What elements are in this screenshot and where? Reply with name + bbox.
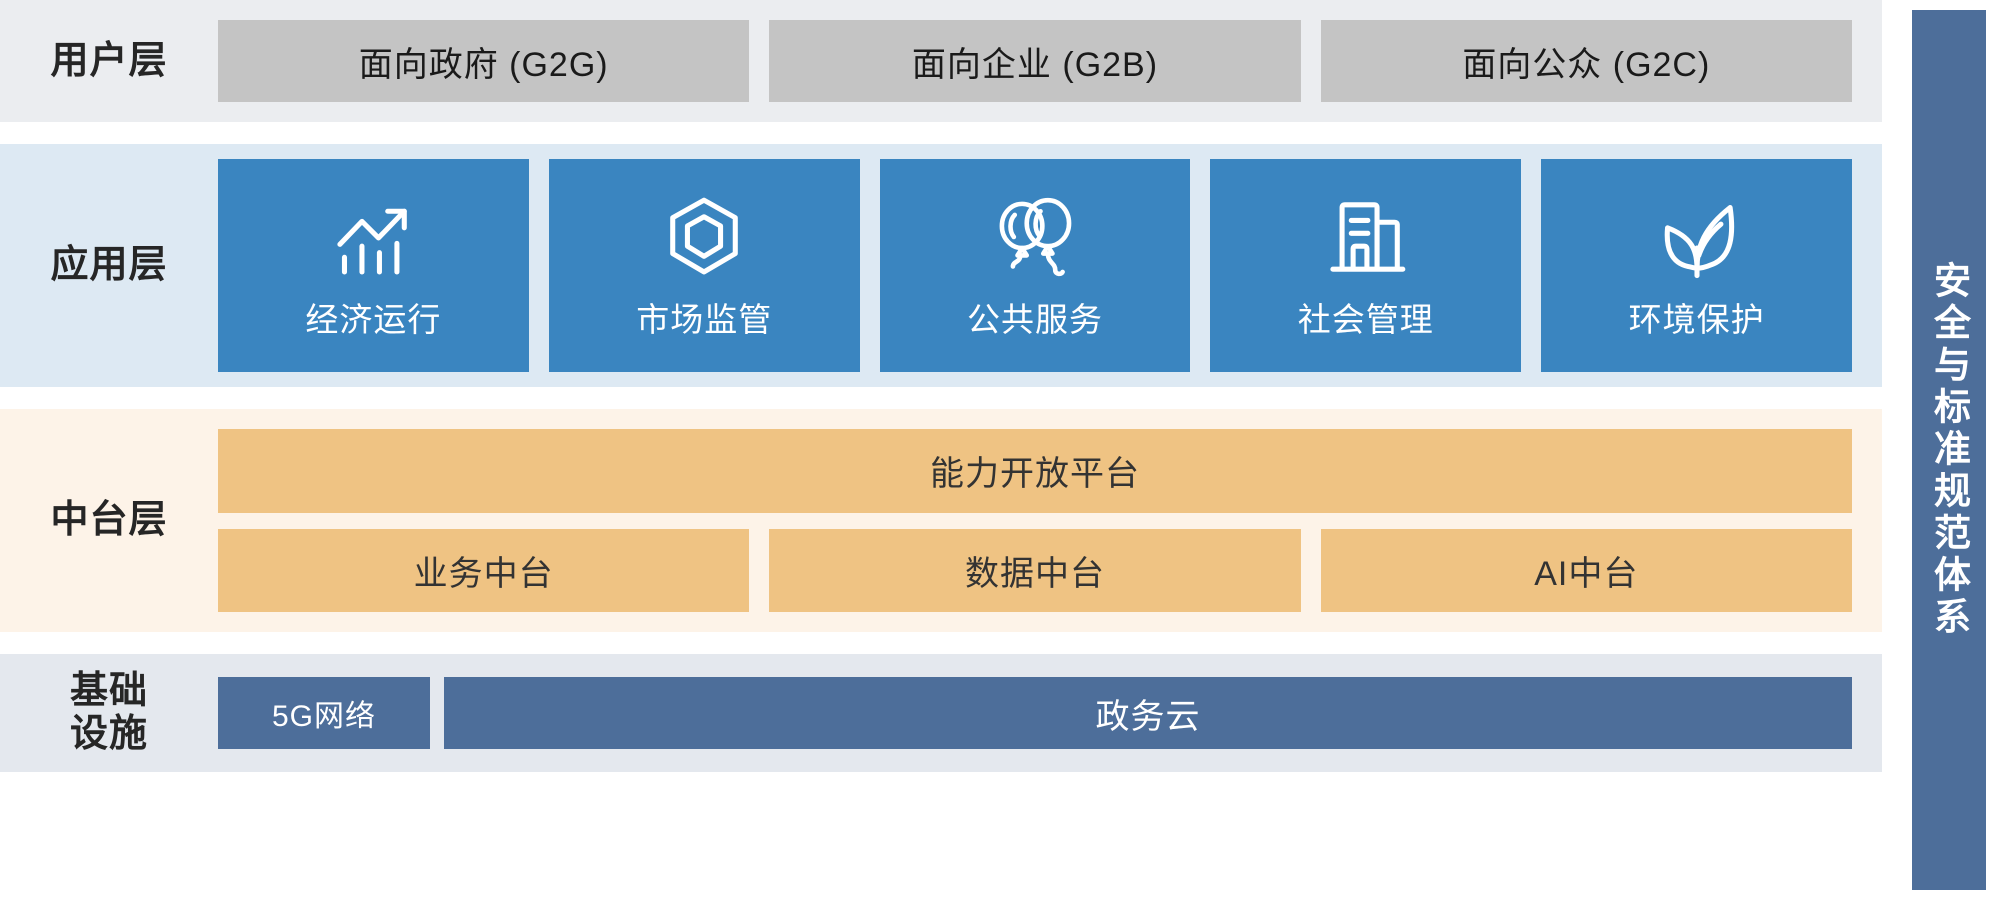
- user-layer-body: 面向政府 (G2G) 面向企业 (G2B) 面向公众 (G2C): [218, 20, 1882, 102]
- layer-stack: 用户层 面向政府 (G2G) 面向企业 (G2B) 面向公众 (G2C) 应用层: [0, 0, 1882, 772]
- application-layer-label: 应用层: [50, 244, 168, 287]
- security-standards-bar[interactable]: 安全与标准规范体系: [1912, 10, 1986, 890]
- user-layer: 用户层 面向政府 (G2G) 面向企业 (G2B) 面向公众 (G2C): [0, 0, 1882, 122]
- user-layer-label: 用户层: [50, 39, 168, 82]
- leaf-icon: [1651, 191, 1743, 283]
- middle-platform-layer: 中台层 能力开放平台 业务中台 数据中台 AI中台: [0, 409, 1882, 632]
- trending-chart-icon: [327, 191, 419, 283]
- app-card-label: 环境保护: [1628, 300, 1765, 338]
- middle-platform-layer-body: 能力开放平台 业务中台 数据中台 AI中台: [218, 429, 1882, 612]
- app-card-public-service[interactable]: 公共服务: [879, 159, 1191, 372]
- app-card-environment[interactable]: 环境保护: [1541, 159, 1852, 372]
- app-card-market-regulation[interactable]: 市场监管: [548, 159, 860, 372]
- user-box-g2b[interactable]: 面向企业 (G2B): [769, 20, 1301, 102]
- infrastructure-layer-label: 基础 设施: [69, 670, 148, 755]
- capability-open-platform-box[interactable]: 能力开放平台: [218, 429, 1852, 513]
- mid-box-business[interactable]: 业务中台: [218, 528, 750, 612]
- app-card-label: 经济运行: [305, 300, 442, 338]
- app-card-economy[interactable]: 经济运行: [218, 159, 529, 372]
- balloons-icon: [989, 191, 1081, 283]
- user-box-g2c[interactable]: 面向公众 (G2C): [1320, 20, 1852, 102]
- infrastructure-layer: 基础 设施 5G网络 政务云: [0, 654, 1882, 772]
- mid-box-data[interactable]: 数据中台: [769, 528, 1301, 612]
- user-box-g2g[interactable]: 面向政府 (G2G): [218, 20, 750, 102]
- infra-box-government-cloud[interactable]: 政务云: [444, 677, 1852, 749]
- middle-platform-layer-label: 中台层: [50, 499, 168, 542]
- infrastructure-layer-body: 5G网络 政务云: [218, 677, 1882, 749]
- security-standards-label: 安全与标准规范体系: [1928, 261, 1970, 639]
- building-icon: [1320, 191, 1412, 283]
- middle-platform-row: 业务中台 数据中台 AI中台: [218, 528, 1852, 612]
- hexagon-shield-icon: [658, 191, 750, 283]
- mid-box-ai[interactable]: AI中台: [1320, 528, 1852, 612]
- application-layer-body: 经济运行 市场监管: [218, 159, 1882, 372]
- app-card-social-management[interactable]: 社会管理: [1210, 159, 1522, 372]
- app-card-label: 社会管理: [1297, 300, 1434, 338]
- app-card-label: 公共服务: [966, 300, 1103, 338]
- infra-box-5g-network[interactable]: 5G网络: [218, 677, 430, 749]
- app-card-label: 市场监管: [636, 300, 773, 338]
- application-layer: 应用层 经济运行: [0, 144, 1882, 387]
